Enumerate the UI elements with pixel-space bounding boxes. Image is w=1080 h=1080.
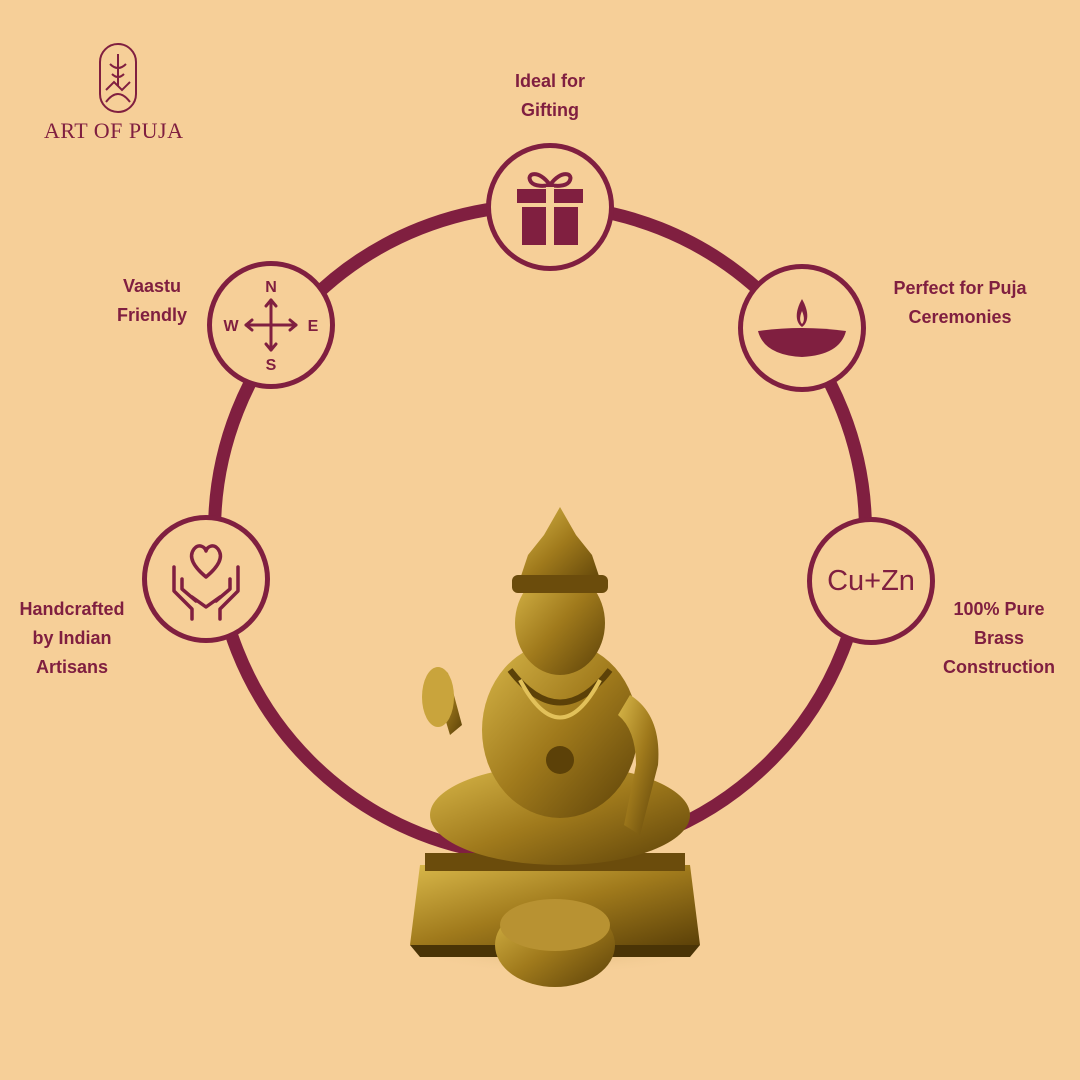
- brass-badge: Cu+Zn: [807, 517, 935, 645]
- vaastu-badge: N S W E: [207, 261, 335, 389]
- diya-badge: [738, 264, 866, 392]
- compass-west: W: [223, 318, 239, 335]
- feature-label-puja: Perfect for Puja Ceremonies: [893, 278, 1027, 327]
- feature-label-brass: 100% Pure Brass Construction: [943, 599, 1055, 677]
- feature-label-handcrafted: Handcrafted by Indian Artisans: [19, 599, 125, 677]
- compass-south: S: [266, 357, 277, 374]
- brass-kubera-idol: [410, 507, 710, 987]
- feature-label-vaastu: Vaastu Friendly: [116, 276, 187, 325]
- brand-name: ART OF PUJA: [44, 118, 184, 143]
- art-of-puja-logo: [99, 43, 137, 113]
- compass-east: E: [308, 318, 319, 335]
- gift-badge: [486, 143, 614, 271]
- handcrafted-badge: [142, 515, 270, 643]
- cu-zn-icon: Cu+Zn: [827, 564, 915, 597]
- heart-hands-icon: [172, 544, 240, 621]
- feature-label-gifting: Ideal for Gifting: [514, 71, 585, 120]
- compass-icon: N S W E: [223, 279, 319, 374]
- compass-north: N: [265, 279, 277, 296]
- diya-lamp-icon: [758, 299, 846, 357]
- gift-icon: [517, 172, 583, 247]
